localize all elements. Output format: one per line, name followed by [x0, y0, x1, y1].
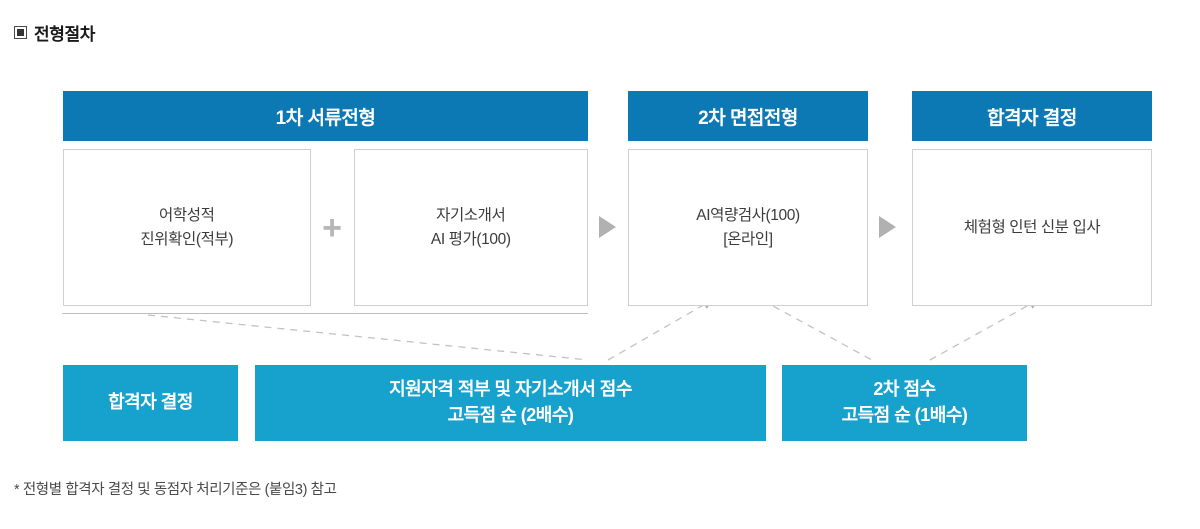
stage-2-to-3-arrow-icon [879, 216, 896, 238]
stage-1-box-self-introduction: 자기소개서 AI 평가(100) [353, 149, 588, 306]
stage-3-body: 체험형 인턴 신분 입사 [912, 149, 1152, 306]
stage-3: 합격자 결정 체험형 인턴 신분 입사 [912, 91, 1152, 306]
stage-3-box-1-line-1: 체험형 인턴 신분 입사 [963, 218, 1101, 236]
stage-1-header: 1차 서류전형 [63, 91, 588, 141]
criteria-2-line-2: 고득점 순 (2배수) [447, 405, 574, 425]
connector-stage1-to-criteria2 [147, 314, 589, 361]
criteria-3-line-1: 2차 점수 [873, 379, 936, 400]
filled-square-bullet-icon [14, 26, 27, 39]
stage-1-box-2-line-1: 자기소개서 [436, 207, 506, 225]
criteria-1-line-1: 합격자 결정 [108, 392, 193, 413]
connector-criteria3-to-stage3 [929, 299, 1040, 361]
stage-1-to-2-arrow-icon [599, 216, 616, 238]
stage-1-box-1-line-1: 어학성적 [159, 207, 215, 225]
criteria-3-line-2: 고득점 순 (1배수) [841, 405, 968, 425]
criteria-pass-decision: 합격자 결정 [63, 365, 238, 441]
footnote-text: * 전형별 합격자 결정 및 동점자 처리기준은 (붙임3) 참고 [14, 482, 337, 498]
connector-criteria2-to-stage2 [607, 299, 714, 361]
stage-2-body: AI역량검사(100) [온라인] [628, 149, 868, 306]
stage-1-box-2-line-2: AI 평가(100) [430, 230, 511, 248]
stage-1-body: 어학성적 진위확인(적부) + 자기소개서 AI 평가(100) [63, 149, 588, 306]
stage-1-box-language-score: 어학성적 진위확인(적부) [63, 149, 311, 306]
stage-2-box-ai-competency-test: AI역량검사(100) [온라인] [628, 149, 868, 306]
stage-2-header: 2차 면접전형 [628, 91, 868, 141]
stage-2: 2차 면접전형 AI역량검사(100) [온라인] [628, 91, 868, 306]
criteria-2-line-1: 지원자격 적부 및 자기소개서 점수 [389, 379, 632, 400]
stage-1: 1차 서류전형 어학성적 진위확인(적부) + 자기소개서 AI 평가(100) [63, 91, 588, 306]
plus-icon: + [322, 208, 342, 247]
stage-1-box-1-line-2: 진위확인(적부) [140, 230, 234, 248]
stage-3-box-internship-entry: 체험형 인턴 신분 입사 [912, 149, 1152, 306]
criteria-first-stage: 지원자격 적부 및 자기소개서 점수 고득점 순 (2배수) [255, 365, 766, 441]
page-title: 전형절차 [14, 20, 95, 45]
page-title-text: 전형절차 [34, 25, 95, 44]
connector-stage2-to-criteria3 [761, 299, 873, 361]
stage-3-header: 합격자 결정 [912, 91, 1152, 141]
criteria-second-stage: 2차 점수 고득점 순 (1배수) [782, 365, 1027, 441]
stage-2-box-1-line-2: [온라인] [723, 230, 773, 248]
stage-2-box-1-line-1: AI역량검사(100) [696, 207, 800, 225]
